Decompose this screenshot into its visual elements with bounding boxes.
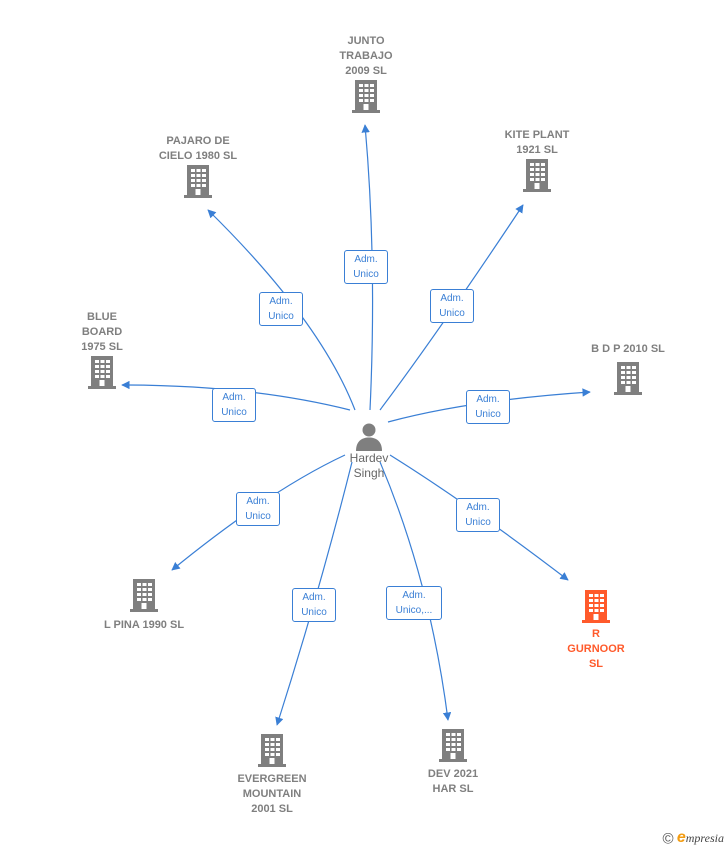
role-box-dev[interactable]: Adm. Unico,... (386, 586, 442, 620)
role-box-evergreen[interactable]: Adm. Unico (292, 588, 336, 622)
company-label: R GURNOOR SL (567, 628, 625, 670)
company-label: BLUE BOARD 1975 SL (81, 311, 123, 353)
role-box-bdp[interactable]: Adm. Unico (466, 390, 510, 424)
footer-brand: © empresia (662, 829, 724, 847)
copyright-symbol: © (662, 830, 674, 847)
brand-initial: e (676, 828, 686, 846)
company-blue[interactable]: BLUE BOARD 1975 SL (66, 310, 138, 389)
company-label: KITE PLANT 1921 SL (504, 129, 570, 156)
role-box-kite[interactable]: Adm. Unico (430, 289, 474, 323)
building-icon (258, 734, 286, 767)
company-label: PAJARO DE CIELO 1980 SL (158, 135, 238, 162)
role-box-lpina[interactable]: Adm. Unico (236, 492, 280, 526)
company-lpina[interactable]: L PINA 1990 SL (88, 578, 200, 633)
brand-name: mpresia (685, 830, 724, 845)
edge-dev (379, 461, 452, 721)
building-icon (523, 159, 551, 192)
building-icon (130, 579, 158, 612)
company-dev[interactable]: DEV 2021 HAR SL (412, 728, 494, 797)
building-icon (582, 590, 610, 623)
company-label: EVERGREEN MOUNTAIN 2001 SL (237, 773, 307, 815)
building-icon (439, 729, 467, 762)
person-icon (356, 423, 382, 451)
building-icon (184, 165, 212, 198)
company-label: B D P 2010 SL (591, 343, 665, 355)
company-label: DEV 2021 HAR SL (427, 768, 479, 795)
company-junto[interactable]: JUNTO TRABAJO 2009 SL (326, 34, 406, 113)
role-box-blue[interactable]: Adm. Unico (212, 388, 256, 422)
building-icon (614, 362, 642, 395)
company-label: L PINA 1990 SL (103, 619, 185, 631)
company-evergreen[interactable]: EVERGREEN MOUNTAIN 2001 SL (226, 733, 318, 817)
person-node[interactable]: Hardev Singh (341, 421, 397, 481)
building-icon (352, 80, 380, 113)
company-bdp[interactable]: B D P 2010 SL (576, 342, 680, 395)
role-box-pajaro[interactable]: Adm. Unico (259, 292, 303, 326)
company-kite[interactable]: KITE PLANT 1921 SL (492, 128, 582, 192)
company-label: JUNTO TRABAJO 2009 SL (339, 35, 393, 77)
person-name: Hardev Singh (349, 451, 389, 480)
building-icon (88, 356, 116, 389)
company-gurnoor[interactable]: R GURNOOR SL (556, 589, 636, 672)
role-box-junto[interactable]: Adm. Unico (344, 250, 388, 284)
role-box-gurnoor[interactable]: Adm. Unico (456, 498, 500, 532)
company-pajaro[interactable]: PAJARO DE CIELO 1980 SL (146, 134, 250, 198)
